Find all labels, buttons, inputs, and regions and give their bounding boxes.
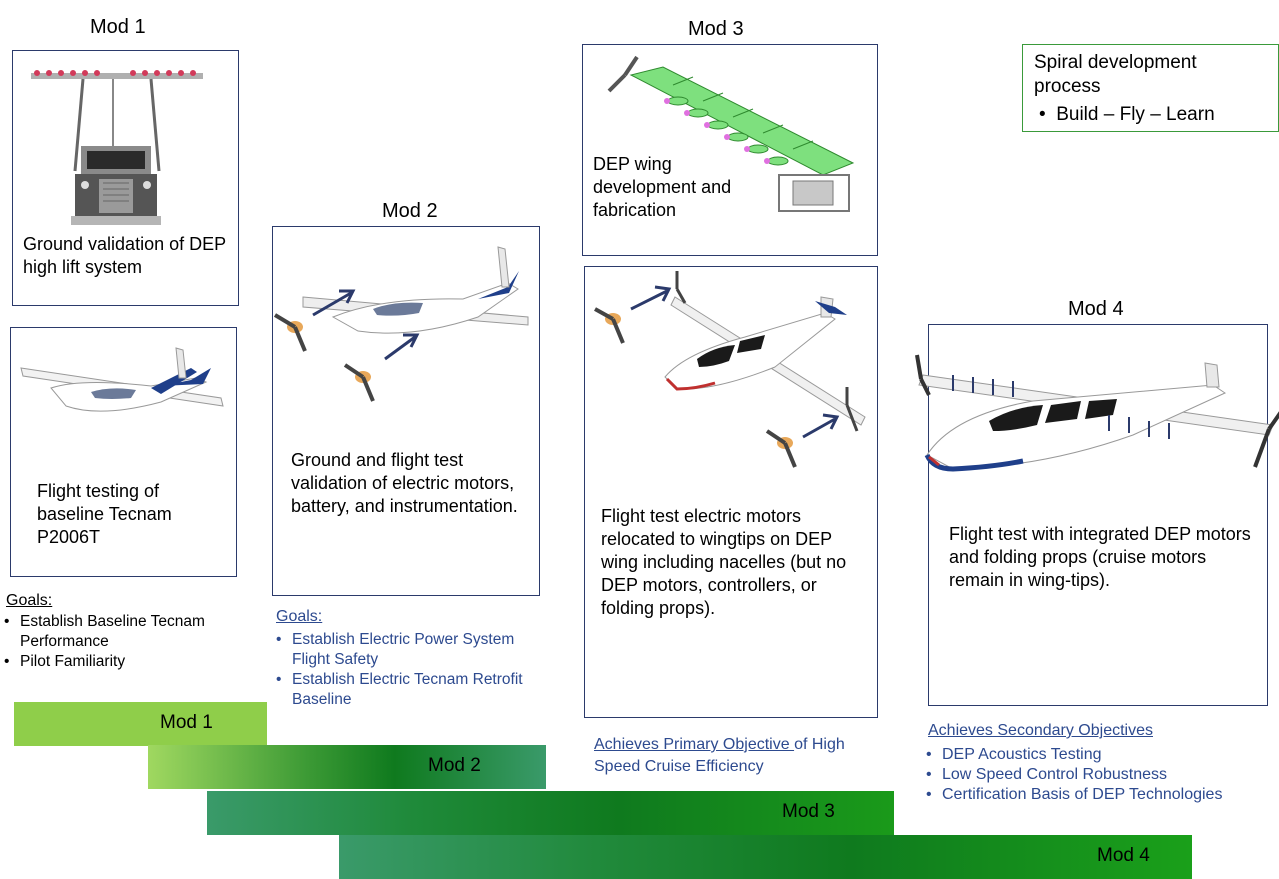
mod1-flight-box: Flight testing of baseline Tecnam P2006T [10,327,237,577]
mod4-objective-heading: Achieves Secondary Objectives [928,722,1153,739]
timeline-bar-label: Mod 3 [782,801,835,822]
mod4-objectives-list: DEP Acoustics Testing Low Speed Control … [922,745,1277,805]
mod4-box: Flight test with integrated DEP motors a… [915,324,1279,706]
mod2-goal-item: Establish Electric Tecnam Retrofit Basel… [272,670,540,710]
propeller-icon [343,363,375,402]
timeline-bar-label: Mod 1 [160,712,213,733]
mod4-objective-item: Low Speed Control Robustness [922,765,1277,785]
mod1-ground-validation-text: Ground validation of DEP high lift syste… [23,234,226,277]
mod4-objective-item: Certification Basis of DEP Technologies [922,785,1277,805]
mod3-objective-link: Achieves Primary Objective [594,736,795,753]
mod2-goal-item: Establish Electric Power System Flight S… [272,630,540,670]
spiral-process-box: Spiral development process • Build – Fly… [1022,44,1279,132]
timeline-bar-mod4: Mod 4 [339,835,1192,879]
timeline-bar-label: Mod 2 [428,755,481,776]
tecnam-aircraft-illustration [20,347,224,412]
spiral-title: Spiral development process [1034,52,1197,97]
dep-propellers-icon [952,375,1170,439]
timeline-bar-mod1: Mod 1 [14,702,267,746]
propeller-icon [594,307,625,344]
dep-wing-illustration [607,55,855,212]
mod1-goal-item: Pilot Familiarity [0,652,230,672]
timeline-bar-label: Mod 4 [1097,845,1150,866]
mod1-truck-box: Ground validation of DEP high lift syste… [12,50,239,306]
timeline-bar-mod2: Mod 2 [148,745,546,789]
mod2-ground-flight-text: Ground and flight test validation of ele… [291,450,518,516]
mod3-objective: Achieves Primary Objective of High Speed… [594,734,874,778]
mod1-goals-heading: Goals: [6,592,53,609]
truck-test-rig-illustration [31,70,203,225]
mod3-wing-box: DEP wing development and fabrication [582,44,878,256]
mod1-flight-testing-text: Flight testing of baseline Tecnam P2006T [37,481,172,547]
propeller-icon [765,429,797,468]
mod4-title: Mod 4 [1068,298,1124,320]
mod1-goal-item: Establish Baseline Tecnam Performance [0,612,230,652]
spiral-bullet-text: Build – Fly – Learn [1056,104,1215,125]
dep-wing-aircraft-illustration [594,271,866,468]
mod3-objective-rest: of High Speed Cruise Efficiency [594,736,845,775]
mod2-goals-list: Establish Electric Power System Flight S… [272,630,540,710]
x57-maxwell-illustration [915,354,1279,472]
arrow-icon [312,289,420,361]
timeline-bar-mod3: Mod 3 [207,791,894,835]
propeller-icon [607,55,639,93]
mod2-box: Ground and flight test validation of ele… [272,226,540,596]
mod3-flight-test-text: Flight test electric motors relocated to… [601,506,847,618]
mod1-title: Mod 1 [90,16,146,38]
mod4-flight-test-text: Flight test with integrated DEP motors a… [949,524,1251,590]
spiral-bullet: • Build – Fly – Learn [1039,104,1215,125]
mod3-title: Mod 3 [688,18,744,40]
electric-tecnam-illustration [273,246,529,402]
mod3-flight-box: Flight test electric motors relocated to… [584,266,878,718]
mod3-wing-development-text: DEP wing development and fabrication [593,154,732,220]
mod2-title: Mod 2 [382,200,438,222]
mod2-goals-heading: Goals: [276,608,323,625]
propeller-icon [915,354,1279,468]
mod4-objective-item: DEP Acoustics Testing [922,745,1277,765]
mod1-goals-list: Establish Baseline Tecnam Performance Pi… [0,612,230,672]
propeller-icon [273,313,307,352]
arrow-icon [630,285,840,439]
